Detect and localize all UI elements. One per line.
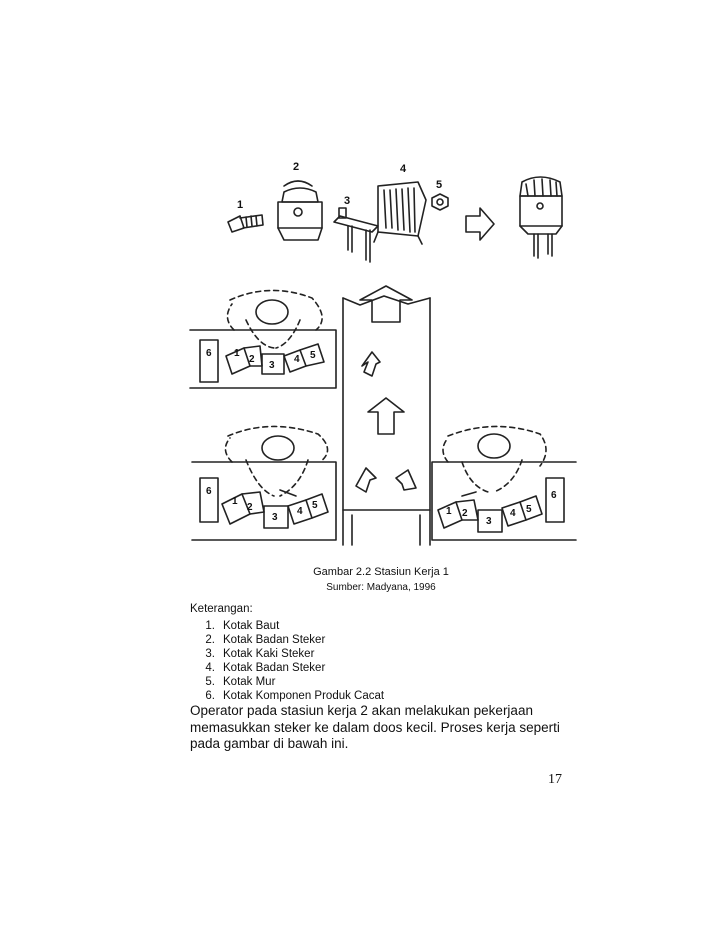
svg-text:3: 3 — [272, 512, 278, 523]
workstation-bottom-right — [431, 425, 577, 541]
bin-label-3: 3 — [269, 360, 275, 371]
list-item: 2.Kotak Badan Steker — [205, 634, 326, 646]
workstation-bottom-left — [191, 425, 337, 541]
plug-body-part-icon — [277, 180, 323, 241]
legend-title: Keterangan: — [190, 603, 253, 615]
part-label-2: 2 — [293, 161, 299, 173]
svg-text:4: 4 — [297, 506, 303, 517]
svg-text:1: 1 — [446, 506, 452, 517]
body-paragraph: Operator pada stasiun kerja 2 akan melak… — [190, 703, 560, 751]
nut-part-icon — [431, 193, 449, 211]
list-item: 4.Kotak Badan Steker — [205, 662, 326, 674]
bin-label-6: 6 — [206, 348, 212, 359]
svg-text:4: 4 — [510, 508, 516, 519]
list-item: 6.Kotak Komponen Produk Cacat — [205, 690, 385, 702]
svg-text:5: 5 — [312, 500, 318, 511]
list-item: 1.Kotak Baut — [205, 620, 280, 632]
workstation-top — [189, 289, 337, 389]
part-label-3: 3 — [344, 195, 350, 207]
svg-text:6: 6 — [206, 486, 212, 497]
part-label-5: 5 — [436, 179, 442, 191]
bin-label-1: 1 — [234, 348, 240, 359]
page-number: 17 — [548, 772, 562, 787]
svg-text:5: 5 — [526, 504, 532, 515]
figure-caption: Gambar 2.2 Stasiun Kerja 1 — [313, 566, 449, 578]
legend-list: 1.Kotak Baut 2.Kotak Badan Steker 3.Kota… — [190, 619, 384, 703]
bin-label-4: 4 — [294, 354, 300, 365]
assembled-plug-icon — [519, 176, 563, 259]
workstation-illustration: 1 2 3 4 5 — [189, 161, 577, 546]
svg-text:2: 2 — [462, 508, 468, 519]
right-arrow-icon — [465, 207, 495, 241]
part-label-1: 1 — [237, 199, 243, 211]
svg-text:6: 6 — [551, 490, 557, 501]
svg-text:1: 1 — [232, 496, 238, 507]
list-item: 5.Kotak Mur — [205, 676, 276, 688]
bin-label-2: 2 — [249, 354, 255, 365]
plug-cover-part-icon — [373, 181, 427, 245]
plug-pins-part-icon — [333, 207, 379, 263]
list-item: 3.Kotak Kaki Steker — [205, 648, 315, 660]
bin-label-5: 5 — [310, 350, 316, 361]
figure-source: Sumber: Madyana, 1996 — [326, 582, 436, 593]
svg-text:3: 3 — [486, 516, 492, 527]
bolt-part-icon — [227, 214, 264, 233]
svg-text:2: 2 — [247, 502, 253, 513]
conveyor-belt — [342, 285, 431, 546]
part-label-4: 4 — [400, 163, 407, 175]
